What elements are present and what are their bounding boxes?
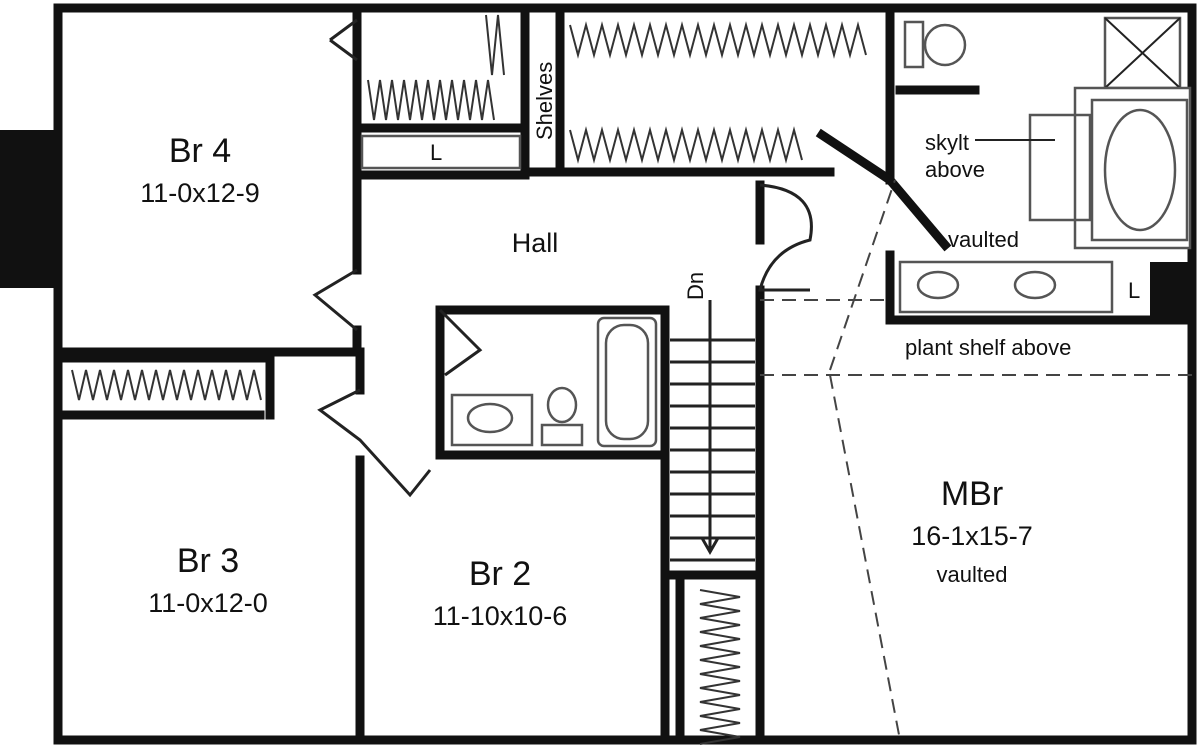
room-size-br3: 11-0x12-0 [148, 588, 268, 618]
chimney [0, 130, 58, 288]
doors [312, 18, 813, 498]
linen-label-1: L [430, 140, 442, 165]
linen-label-2: L [1128, 278, 1140, 303]
room-size-br4: 11-0x12-9 [140, 178, 260, 208]
room-size-mbr: 16-1x15-7 [911, 521, 1033, 551]
staircase [670, 300, 755, 562]
bath-vaulted-label: vaulted [948, 227, 1019, 252]
room-name-br4: Br 4 [169, 132, 231, 170]
plant-shelf-label: plant shelf above [905, 335, 1071, 360]
room-name-hall: Hall [512, 228, 559, 258]
room-note-mbr: vaulted [937, 562, 1008, 587]
linen-wall-block [1150, 262, 1192, 320]
closet-rods [71, 14, 867, 745]
room-name-br3: Br 3 [177, 542, 239, 580]
interior-walls [53, 3, 1197, 745]
skylight-label-line2: above [925, 157, 985, 182]
fixtures [360, 16, 1192, 448]
stairs-down-label: Dn [683, 272, 708, 300]
skylight-label-line1: skylt [925, 130, 969, 155]
room-name-br2: Br 2 [469, 555, 531, 593]
shelves-label: Shelves [532, 62, 557, 140]
room-name-mbr: MBr [941, 475, 1003, 513]
room-size-br2: 11-10x10-6 [433, 601, 568, 631]
